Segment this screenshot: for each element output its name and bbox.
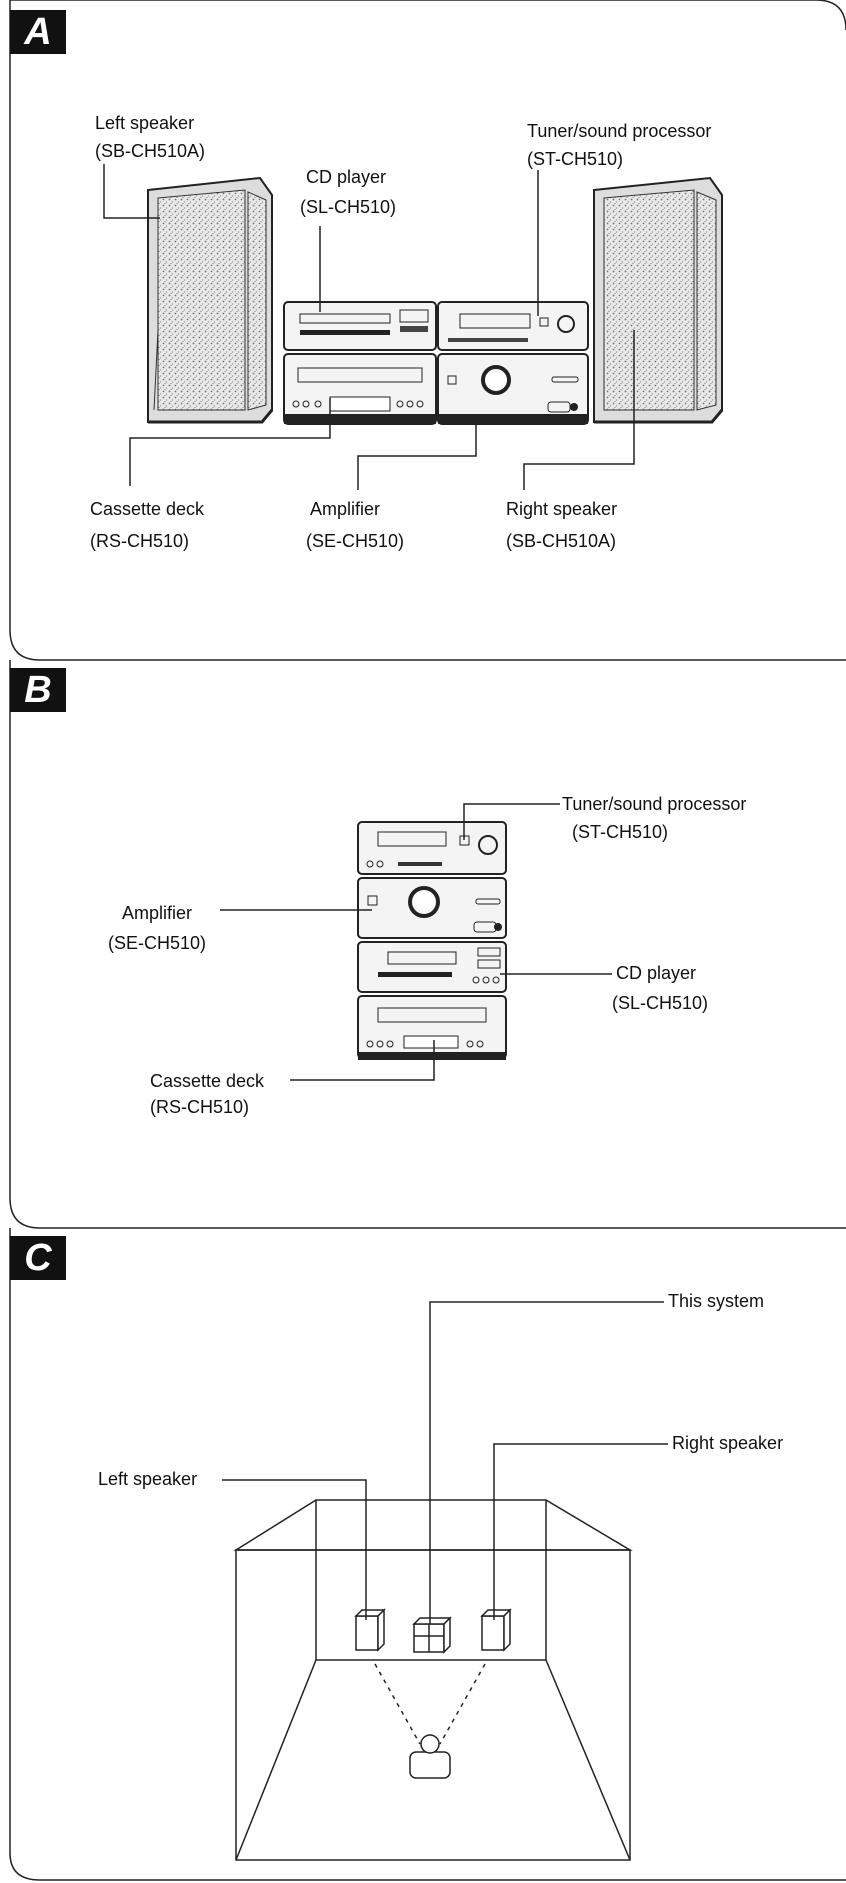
this-system-label-c: This system [668,1291,765,1311]
amplifier-label-a: Amplifier [310,499,381,519]
left-speaker-model-a: (SB-CH510A) [95,141,206,161]
left-speaker-label-a: Left speaker [95,113,195,133]
cd-player-label-a: CD player [306,167,387,187]
section-c-frame [9,1228,846,1881]
amplifier-model-b: (SE-CH510) [108,933,207,953]
cd-player-model-b: (SL-CH510) [612,993,709,1013]
left-speaker-leader [103,164,160,219]
section-c-badge: C [10,1236,66,1280]
cassette-model-b: (RS-CH510) [150,1097,250,1117]
right-speaker-leader-c [493,1443,668,1620]
right-speaker-leader [523,330,635,490]
tuner-unit-b [357,821,507,875]
tuner-unit-a [437,301,589,351]
amplifier-leader [357,414,477,490]
section-b-frame [9,660,846,1229]
section-a-badge: A [10,10,66,54]
room-outline [233,1499,633,1861]
tuner-label-a: Tuner/sound processor [527,121,712,141]
cd-player-unit-a [283,301,437,351]
left-speaker-a [147,176,274,424]
right-speaker-label-c: Right speaker [672,1433,784,1453]
cassette-model-a: (RS-CH510) [90,531,190,551]
amplifier-unit-a [437,353,589,425]
section-b-badge: B [10,668,66,712]
amplifier-model-a: (SE-CH510) [306,531,405,551]
cd-player-unit-b [357,941,507,993]
left-speaker-leader-c [222,1479,367,1620]
cassette-leader-b [290,1040,435,1081]
tuner-model-b: (ST-CH510) [572,822,669,842]
section-a-frame [9,0,846,661]
right-speaker-model-a: (SB-CH510A) [506,531,617,551]
tuner-label-b: Tuner/sound processor [562,794,747,814]
left-speaker-c [354,1608,386,1652]
amplifier-label-b: Amplifier [122,903,193,923]
cassette-deck-unit-a [283,353,437,425]
amplifier-unit-b [357,877,507,939]
right-speaker-c [480,1608,512,1652]
cd-player-model-a: (SL-CH510) [300,197,397,217]
cassette-deck-unit-b [357,995,507,1060]
cassette-leader [129,398,331,486]
right-speaker-label-a: Right speaker [506,499,618,519]
left-speaker-label-c: Left speaker [98,1469,198,1489]
cd-player-label-b: CD player [616,963,697,983]
right-speaker-a [593,176,724,424]
cassette-label-b: Cassette deck [150,1071,265,1091]
tuner-model-a: (ST-CH510) [527,149,624,169]
tuner-leader-b [463,803,560,840]
this-system-leader [429,1301,664,1624]
listener-c [409,1734,451,1779]
cassette-label-a: Cassette deck [90,499,205,519]
sound-paths [374,1663,486,1745]
system-c [412,1616,452,1654]
